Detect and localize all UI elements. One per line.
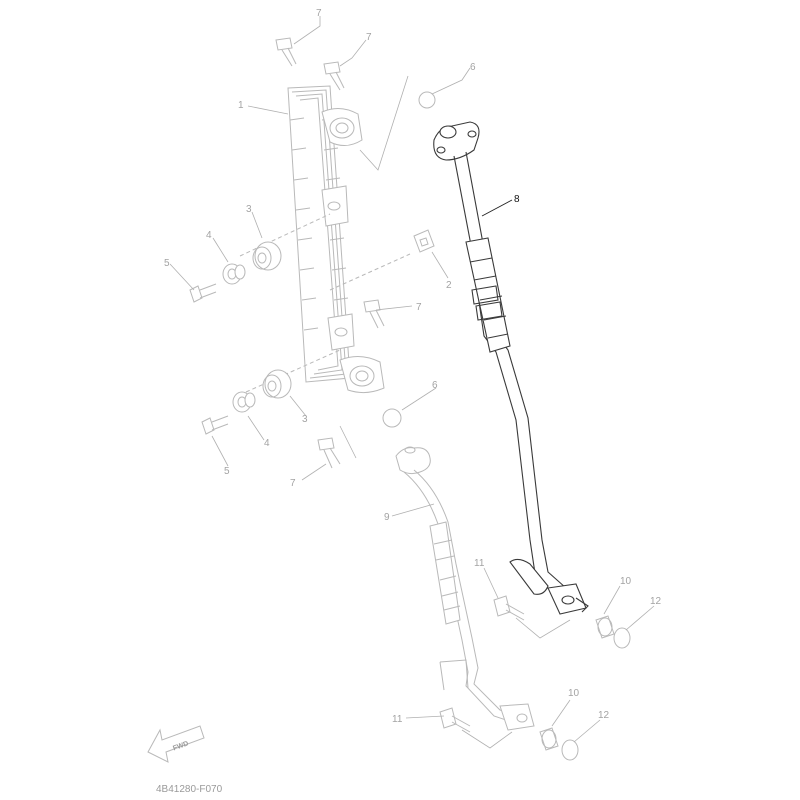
fwd-label: FWD (172, 740, 189, 752)
callout-6: 6 (470, 62, 476, 73)
callout-3: 3 (302, 414, 308, 425)
grommet-part-3-upper (252, 241, 282, 271)
bolt-part-7-lower (317, 437, 341, 469)
o-ring-part-6-upper (418, 91, 436, 109)
collar-part-4-lower (232, 391, 256, 413)
callout-2: 2 (446, 280, 452, 291)
callout-1: 1 (238, 100, 244, 111)
o-ring-part-6-lower (382, 408, 402, 428)
callout-7: 7 (316, 8, 322, 19)
bolt-part-7-top-right (323, 61, 345, 91)
sleeve-part-10-lower (539, 727, 559, 751)
callout-10: 10 (620, 576, 632, 587)
callout-numbers: 7 7 1 6 8 3 4 5 2 7 6 3 4 5 7 9 11 10 12… (164, 8, 662, 725)
grommet-part-3-lower (262, 369, 292, 399)
drawing-code: 4B41280-F070 (156, 784, 223, 795)
sleeve-part-10-upper (595, 615, 615, 639)
oil-cooler-part-1 (239, 85, 411, 394)
callout-10: 10 (568, 688, 580, 699)
callout-6: 6 (432, 380, 438, 391)
oil-hose-part-9 (395, 446, 535, 731)
callout-4: 4 (264, 438, 270, 449)
o-ring-part-12-upper (613, 627, 631, 649)
callout-7: 7 (366, 32, 372, 43)
callout-12: 12 (598, 710, 610, 721)
callout-11: 11 (392, 714, 403, 725)
collar-part-4-upper (222, 263, 246, 285)
callout-7: 7 (290, 478, 296, 489)
callout-8: 8 (514, 194, 520, 205)
callout-4: 4 (206, 230, 212, 241)
o-ring-part-12-lower (561, 739, 579, 761)
leader-lines (169, 16, 655, 743)
oil-hose-part-8 (433, 121, 589, 615)
bolt-part-7-top-left (275, 37, 297, 67)
bolt-part-11-lower (439, 707, 513, 749)
callout-7: 7 (416, 302, 422, 313)
bolt-part-5-upper (189, 283, 217, 303)
callout-5: 5 (164, 258, 170, 269)
callout-3: 3 (246, 204, 252, 215)
bolt-part-11-upper (493, 595, 571, 639)
nut-part-2 (413, 229, 435, 253)
callout-9: 9 (384, 512, 390, 523)
callout-5: 5 (224, 466, 230, 477)
callout-12: 12 (650, 596, 662, 607)
callout-11: 11 (474, 558, 485, 569)
forward-direction-icon: FWD (147, 725, 205, 763)
bolt-part-5-lower (201, 415, 229, 435)
bolt-part-7-middle (363, 299, 385, 329)
